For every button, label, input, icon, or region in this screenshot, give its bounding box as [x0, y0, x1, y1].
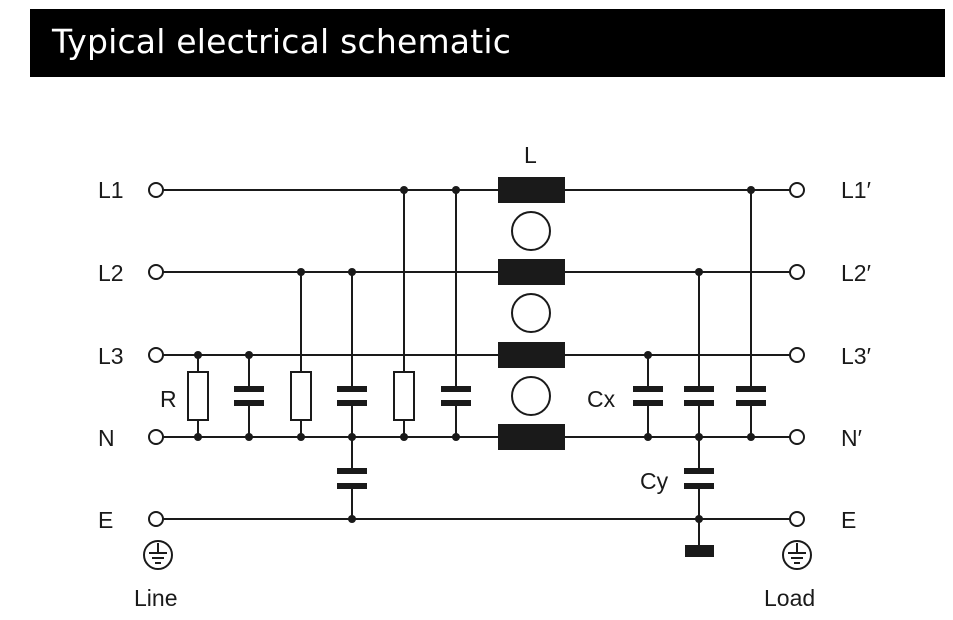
label-l3-prime: L3′ [841, 343, 871, 369]
label-n-prime: N′ [841, 425, 862, 451]
y-capacitor-load-side [684, 437, 714, 557]
label-line: Line [134, 585, 177, 611]
terminal-e-line [148, 511, 164, 527]
terminal-l2-line [148, 264, 164, 280]
bleeder-resistors [187, 190, 415, 437]
page-title: Typical electrical schematic [52, 22, 512, 61]
terminal-n-line [148, 429, 164, 445]
resistor-l2-n [290, 371, 312, 421]
label-cx: Cx [587, 386, 616, 412]
terminal-l2-load [789, 264, 805, 280]
label-l3: L3 [98, 343, 124, 369]
inductor-winding-n [498, 424, 565, 450]
label-n: N [98, 425, 115, 451]
label-l1: L1 [98, 177, 124, 203]
inductor-winding-l1 [498, 177, 565, 203]
choke-core-3 [511, 376, 551, 416]
inductor-winding-l3 [498, 342, 565, 368]
ground-icon [143, 540, 173, 570]
terminal-l1-line [148, 182, 164, 198]
cap-plate [234, 386, 264, 392]
terminal-e-load [789, 511, 805, 527]
label-cy: Cy [640, 468, 669, 494]
label-load: Load [764, 585, 815, 611]
label-resistor: R [160, 386, 177, 412]
terminal-l3-line [148, 347, 164, 363]
label-e: E [98, 507, 113, 533]
terminal-l3-load [789, 347, 805, 363]
terminals [148, 182, 805, 527]
terminal-n-load [789, 429, 805, 445]
inductor-winding-l2 [498, 259, 565, 285]
cap-plate [234, 400, 264, 406]
junction-dots [194, 186, 755, 523]
common-mode-choke [498, 177, 565, 450]
x-capacitors-line-side [234, 190, 471, 437]
choke-core-1 [511, 211, 551, 251]
label-inductor: L [524, 142, 537, 168]
label-l2: L2 [98, 260, 124, 286]
earth-block [685, 545, 714, 557]
terminal-l1-load [789, 182, 805, 198]
y-capacitor-line-side [337, 437, 367, 519]
header-bar: Typical electrical schematic [30, 9, 945, 77]
label-l2-prime: L2′ [841, 260, 871, 286]
label-e-load: E [841, 507, 856, 533]
resistor-l1-n [393, 371, 415, 421]
ground-icon [782, 540, 812, 570]
label-l1-prime: L1′ [841, 177, 871, 203]
resistor-l3-n [187, 371, 209, 421]
x-capacitors-load-side [633, 190, 766, 437]
choke-core-2 [511, 293, 551, 333]
